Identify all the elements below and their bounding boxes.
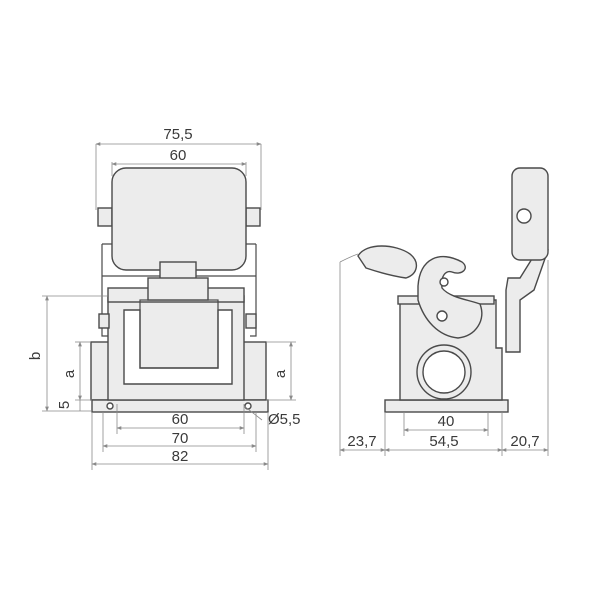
dim-offset-20-7: 20,7 — [510, 433, 539, 450]
dim-width-70: 70 — [172, 430, 189, 447]
dim-opening-40: 40 — [438, 413, 455, 430]
front-dimensions: 75,5 60 b a 5 a 60 Ø5,5 70 — [27, 126, 301, 470]
front-cover-side-right — [245, 207, 261, 227]
front-cover — [111, 167, 247, 271]
side-cover-arm — [505, 245, 549, 353]
front-cover-side-left — [97, 207, 113, 227]
right-lever-pin — [245, 313, 257, 329]
side-view — [357, 167, 549, 413]
dim-height-b: b — [27, 352, 44, 360]
dim-base-54-5: 54,5 — [429, 433, 458, 450]
left-mount-hole-icon — [106, 402, 114, 410]
lever-pin-icon — [439, 277, 449, 287]
side-lever-handle — [357, 245, 417, 279]
front-latch-tab-lower — [147, 277, 209, 301]
dim-hole-diameter: Ø5,5 — [268, 411, 301, 428]
dim-hole-spacing-60: 60 — [172, 411, 189, 428]
front-view — [90, 167, 269, 413]
left-lever-pin — [98, 313, 110, 329]
dim-width-82: 82 — [172, 448, 189, 465]
dim-height-a-right: a — [272, 369, 289, 378]
side-cover-screw-icon — [516, 208, 532, 224]
cable-entry-inner — [422, 350, 466, 394]
side-base-plate — [384, 399, 509, 413]
lever-pivot-icon — [436, 310, 448, 322]
dim-base-height-5: 5 — [56, 401, 73, 409]
dim-height-a-left: a — [61, 369, 78, 378]
side-lever — [417, 255, 483, 339]
dim-offset-23-7: 23,7 — [347, 433, 376, 450]
front-lever-frame — [101, 243, 257, 337]
dim-width-60-cover: 60 — [170, 147, 187, 164]
dim-width-75-5: 75,5 — [163, 126, 192, 143]
side-dimensions: 40 23,7 54,5 20,7 — [339, 253, 549, 456]
right-mount-hole-icon — [244, 402, 252, 410]
